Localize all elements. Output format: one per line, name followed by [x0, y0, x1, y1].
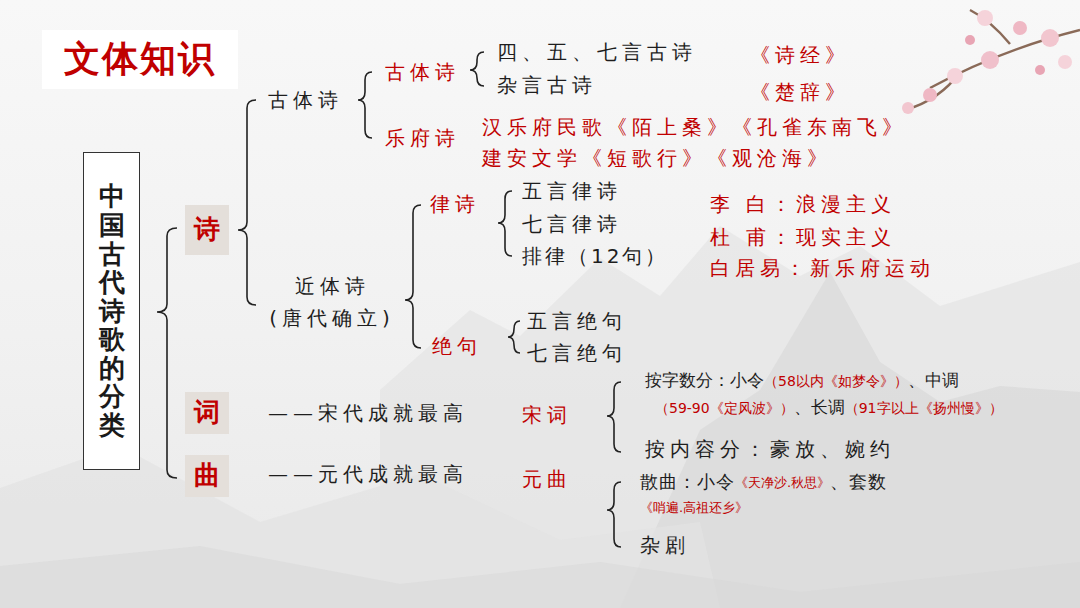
title-box: 文体知识	[42, 30, 238, 89]
red-label: 绝句	[432, 334, 482, 359]
text-label: 散曲：小令	[640, 471, 735, 494]
brace	[607, 482, 621, 547]
fore-hills	[0, 546, 1080, 608]
red-label: 《楚辞》	[750, 80, 850, 105]
node-label: 词	[194, 397, 220, 428]
red-label: 律诗	[430, 192, 480, 217]
text-label: 五言绝句	[527, 309, 627, 334]
node-label: 中国古代诗歌的分类	[99, 182, 125, 439]
text-label: 排律（12句）	[522, 244, 668, 269]
red-label: 元曲	[522, 467, 572, 492]
text-label: 按内容分：豪放、婉约	[645, 437, 895, 462]
red-label: （59-90《定风波》）	[655, 400, 794, 418]
red-label: 《诗经》	[750, 43, 850, 68]
brace	[508, 321, 520, 353]
text-label: 、长调	[794, 397, 845, 418]
title: 文体知识	[64, 36, 216, 83]
red-label: 《哨遍.高祖还乡》	[640, 500, 748, 516]
red-label: 乐府诗	[385, 126, 460, 151]
text-label: 四、五、七言古诗	[497, 40, 697, 65]
category-box: 曲	[185, 455, 229, 497]
brace	[470, 52, 484, 86]
red-label: 汉乐府民歌《陌上桑》《孔雀东南飞》	[482, 115, 907, 140]
text-label: 杂言古诗	[497, 73, 597, 98]
red-label: 宋词	[522, 403, 572, 428]
brace	[157, 228, 177, 478]
category-root-box: 中国古代诗歌的分类	[83, 152, 140, 470]
brace	[358, 72, 372, 138]
flower-branch	[902, 10, 1080, 114]
red-label: （58以内《如梦令》）	[764, 373, 908, 391]
text-label: ——元代成就最高	[268, 462, 468, 487]
red-label: 建安文学《短歌行》《观沧海》	[482, 146, 832, 171]
red-label: 古体诗	[385, 60, 460, 85]
text-label: 杂剧	[640, 533, 690, 558]
text-label: 、套数	[830, 471, 887, 494]
brace	[607, 382, 621, 452]
red-label: 《天净沙.秋思》	[735, 475, 830, 491]
red-label: 李 白：浪漫主义	[710, 192, 896, 217]
node-label: 曲	[194, 460, 220, 491]
brace	[498, 191, 512, 256]
brace	[238, 100, 256, 305]
node-label: 诗	[194, 214, 220, 245]
red-label: （91字以上《扬州慢》）	[845, 400, 1003, 418]
text-label: 近体诗 (唐代确立)	[262, 270, 402, 334]
text-label: 五言律诗	[522, 179, 622, 204]
red-label: 杜 甫：现实主义	[710, 225, 896, 250]
category-box: 词	[185, 392, 229, 434]
category-box: 诗	[185, 205, 229, 255]
brace	[405, 205, 421, 348]
text-label: 、中调	[908, 370, 959, 391]
text-label: 七言律诗	[522, 212, 622, 237]
text-label: 七言绝句	[527, 341, 627, 366]
text-label: 古体诗	[268, 88, 343, 113]
text-label: 按字数分：小令	[645, 370, 764, 391]
red-label: 白居易：新乐府运动	[710, 256, 935, 281]
text-label: ——宋代成就最高	[268, 401, 468, 426]
